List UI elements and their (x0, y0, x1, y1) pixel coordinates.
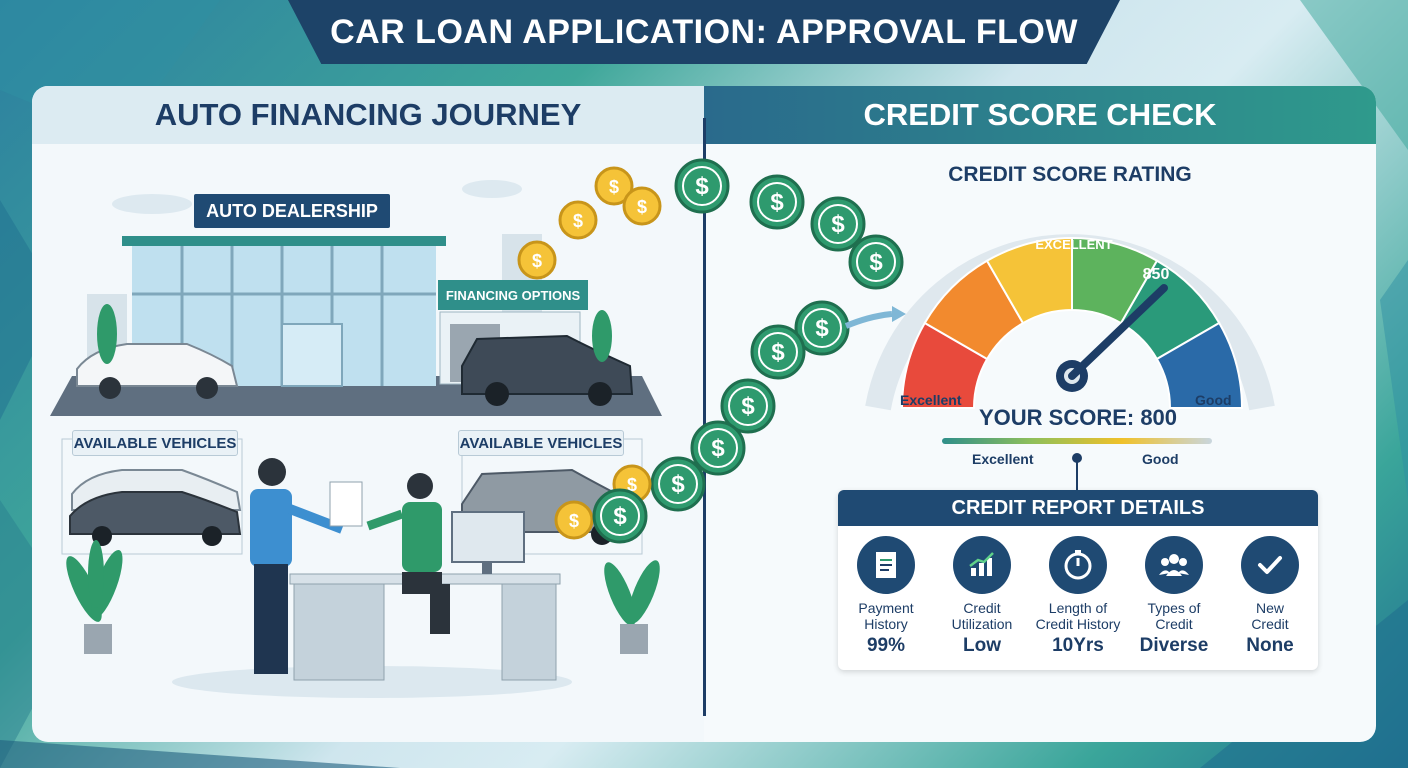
credit-score-gauge: EXCELLENT 850 (865, 234, 1275, 411)
new-credit-label-2: Credit (1251, 616, 1289, 632)
check-icon (1241, 536, 1299, 594)
credit-score-heading: CREDIT SCORE CHECK (704, 86, 1376, 144)
types-credit-label-2: Credit (1155, 616, 1193, 632)
dealership-sign: AUTO DEALERSHIP (194, 194, 390, 228)
available-vehicles-label-right: AVAILABLE VEHICLES (458, 430, 624, 456)
document-icon (857, 536, 915, 594)
page-title: CAR LOAN APPLICATION: APPROVAL FLOW (288, 0, 1120, 64)
chart-icon (953, 536, 1011, 594)
payment-history-label-1: Payment (858, 600, 914, 616)
financing-options-sign: FINANCING OPTIONS (438, 280, 588, 310)
auto-financing-heading: AUTO FINANCING JOURNEY (32, 86, 704, 144)
score-connector-dot (1072, 453, 1082, 463)
your-score: YOUR SCORE: 800 (978, 405, 1178, 430)
length-history-label-2: Credit History (1035, 616, 1121, 632)
payment-history-label-2: History (864, 616, 908, 632)
score-bar-right-label: Good (1142, 451, 1179, 467)
credit-report-heading: CREDIT REPORT DETAILS (838, 490, 1318, 526)
gauge-segment (1155, 321, 1244, 409)
available-vehicles-label-left: AVAILABLE VEHICLES (72, 430, 238, 456)
people-icon (1145, 536, 1203, 594)
new-credit-label-1: New (1255, 600, 1284, 616)
gauge-right-label: Good (1195, 392, 1232, 408)
credit-score-rating-title: CREDIT SCORE RATING (948, 163, 1192, 186)
new-credit-value: None (1246, 635, 1294, 656)
gauge-needle-label: 850 (1143, 266, 1170, 283)
credit-utilization-label-2: Utilization (951, 616, 1013, 632)
dealership-illustration (50, 180, 662, 698)
panel-divider (703, 118, 706, 716)
gauge-segment-label: EXCELLENT (1035, 237, 1112, 252)
types-credit-value: Diverse (1139, 635, 1209, 656)
credit-utilization-label-1: Credit (963, 600, 1001, 616)
length-history-value: 10Yrs (1052, 635, 1104, 656)
types-credit-label-1: Types of (1147, 600, 1201, 616)
score-bar (942, 438, 1212, 444)
score-connector (1076, 456, 1078, 490)
gauge-left-label: Excellent (900, 392, 962, 408)
score-bar-left-label: Excellent (972, 451, 1034, 467)
length-history-label-1: Length of (1048, 600, 1108, 616)
clock-icon (1049, 536, 1107, 594)
credit-utilization-value: Low (963, 635, 1001, 656)
payment-history-value: 99% (866, 635, 906, 656)
